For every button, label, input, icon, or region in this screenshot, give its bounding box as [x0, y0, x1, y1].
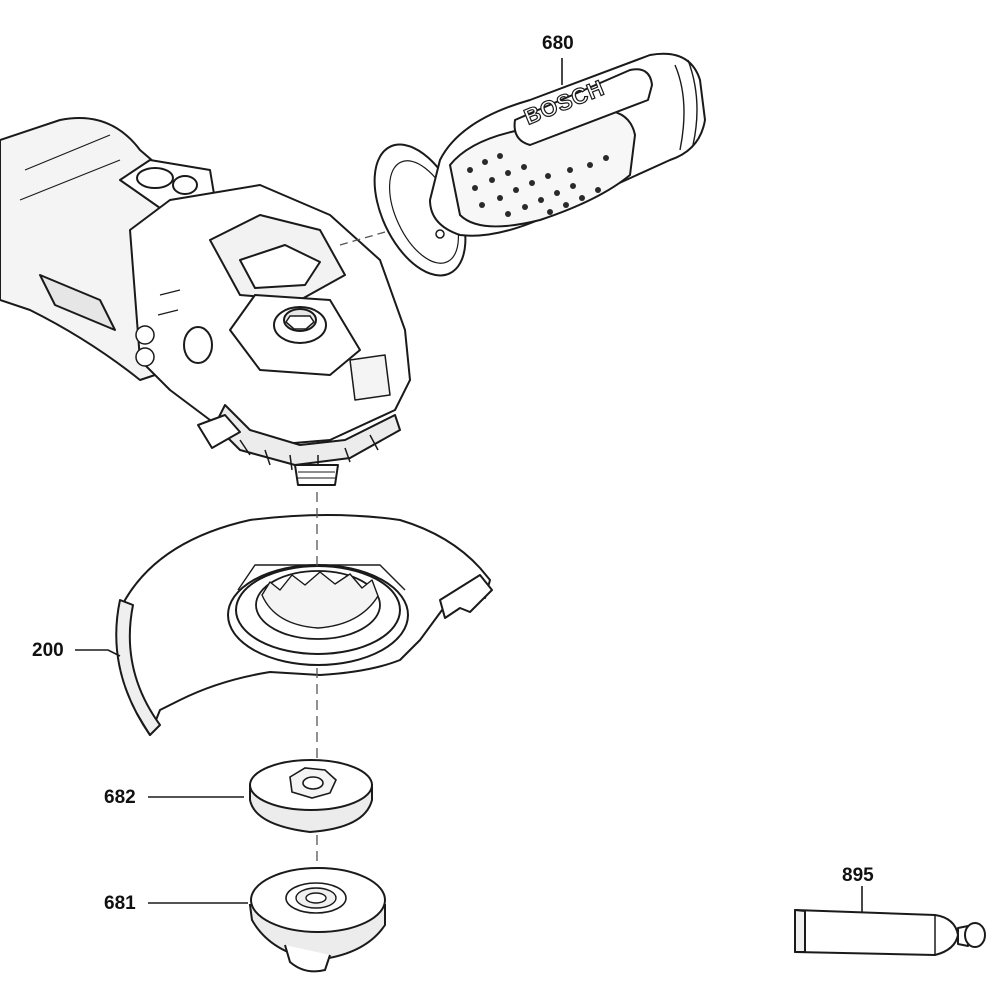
side-handle-icon — [373, 52, 706, 277]
mounting-flange-icon — [248, 867, 386, 973]
leader-lines — [75, 58, 863, 912]
part-label-895: 895 — [842, 865, 874, 886]
leader-200 — [75, 649, 121, 657]
clamping-nut-icon — [249, 759, 373, 834]
part-label-200: 200 — [32, 640, 64, 661]
wheel-guard-icon — [115, 514, 493, 736]
part-label-682: 682 — [104, 787, 136, 808]
part-label-681: 681 — [104, 893, 136, 914]
grease-tube-icon — [794, 909, 986, 956]
grinder-body-icon — [0, 117, 411, 486]
part-label-680: 680 — [542, 33, 574, 54]
